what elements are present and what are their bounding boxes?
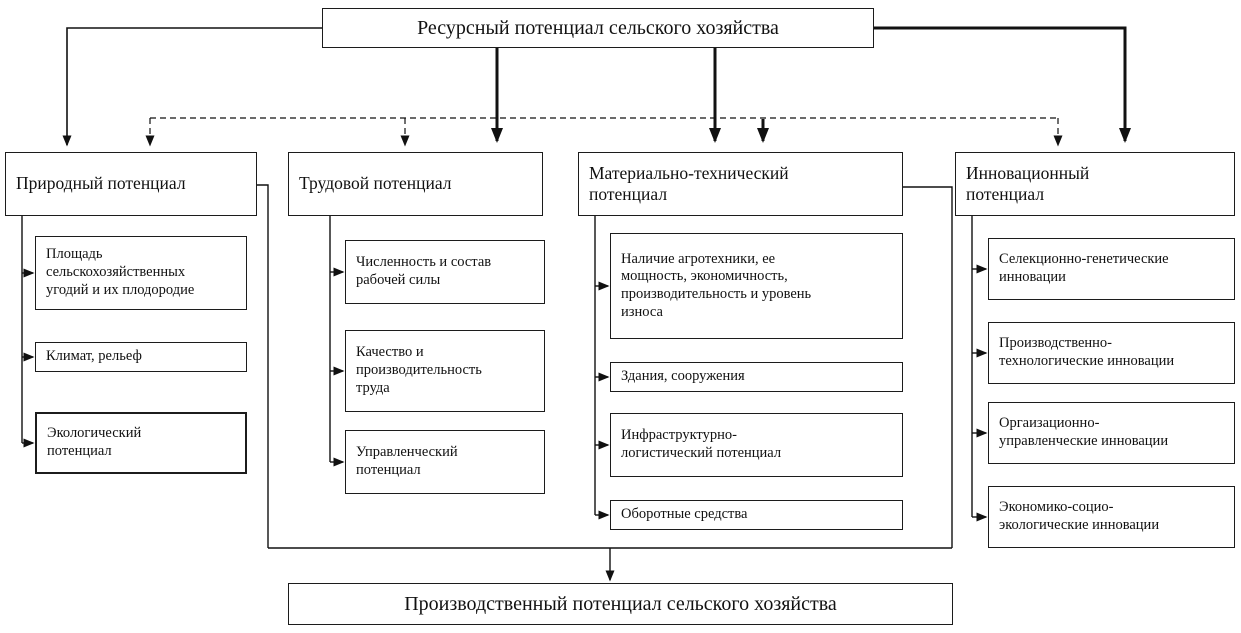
node-material-technical-potential: Материально-технический потенциал [578, 152, 903, 216]
node-agro-machinery: Наличие агротехники, ее мощность, эконом… [610, 233, 903, 339]
node-labor-force: Численность и состав рабочей силы [345, 240, 545, 304]
node-buildings-structures: Здания, сооружения [610, 362, 903, 392]
node-natural-potential: Природный потенциал [5, 152, 257, 216]
node-ecological-potential: Экологический потенциал [35, 412, 247, 474]
node-production-potential: Производственный потенциал сельского хоз… [288, 583, 953, 625]
node-organizational-management-innovations: Оргаизационно- управленческие инновации [988, 402, 1235, 464]
node-working-capital: Оборотные средства [610, 500, 903, 530]
root-node-resource-potential: Ресурсный потенциал сельского хозяйства [322, 8, 874, 48]
node-infrastructure-logistics: Инфраструктурно- логистический потенциал [610, 413, 903, 477]
node-farmland-area: Площадь сельскохозяйственных угодий и их… [35, 236, 247, 310]
node-climate-relief: Климат, рельеф [35, 342, 247, 372]
node-management-potential: Управленческий потенциал [345, 430, 545, 494]
node-economic-socio-ecological-innovations: Экономико-социо- экологические инновации [988, 486, 1235, 548]
node-labor-quality: Качество и производительность труда [345, 330, 545, 412]
node-selection-genetic-innovations: Селекционно-генетические инновации [988, 238, 1235, 300]
node-production-technological-innovations: Производственно- технологические инновац… [988, 322, 1235, 384]
node-innovation-potential: Инновационный потенциал [955, 152, 1235, 216]
node-labor-potential: Трудовой потенциал [288, 152, 543, 216]
